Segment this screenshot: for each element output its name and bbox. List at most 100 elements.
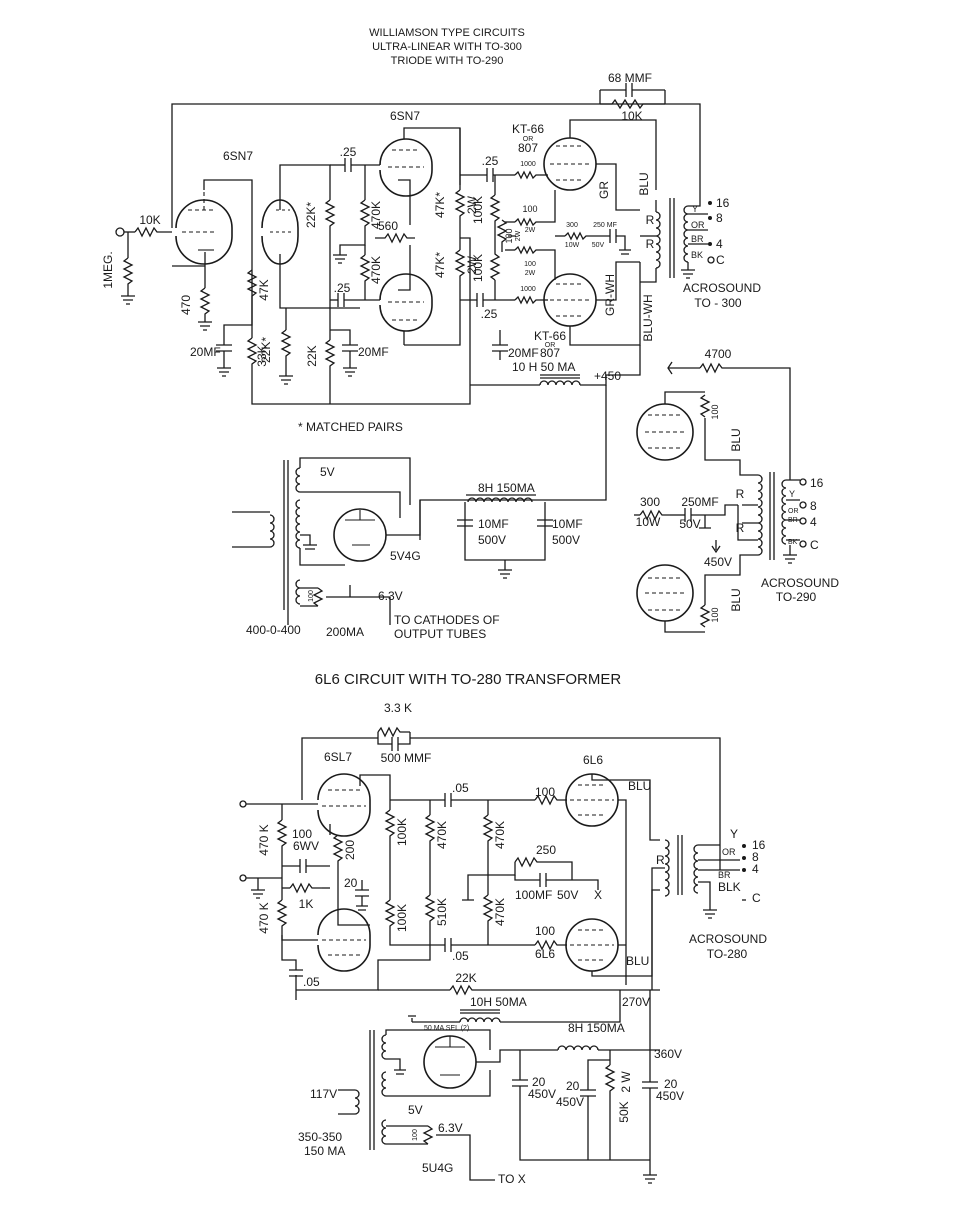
label-5v: 5V xyxy=(320,465,335,479)
label-150ma: 150 MA xyxy=(304,1144,345,1158)
label-2-5v: 5V xyxy=(408,1103,423,1117)
label-c1-500v: 500V xyxy=(478,533,506,547)
label-2-out8: 8 xyxy=(752,850,759,864)
label-c2-10mf: 10MF xyxy=(552,517,583,531)
label-or-top: OR xyxy=(523,136,534,143)
label-tri-r1: R xyxy=(736,487,745,501)
label-wire-r1: R xyxy=(646,213,655,227)
label-r22k: 22K xyxy=(305,345,319,366)
label-tri-tap-bk: BK xyxy=(788,539,798,546)
label-pot-100: 100 xyxy=(308,590,315,602)
label-r100-b: 100 xyxy=(524,261,536,268)
label-2-c20-av: 450V xyxy=(528,1087,556,1101)
label-400-0-400: 400-0-400 xyxy=(246,623,301,637)
label-2-out16: 16 xyxy=(752,838,766,852)
label-tube-6sn7-right: 6SN7 xyxy=(390,109,420,123)
label-r33k: 33K xyxy=(255,345,269,366)
label-r100-2w: 2W xyxy=(525,227,536,234)
label-acrosound-280: ACROSOUND xyxy=(689,932,767,946)
label-2-c100v: 50V xyxy=(557,888,578,902)
label-to-cathodes-1: TO CATHODES OF xyxy=(394,613,500,627)
label-2-c20: 20 xyxy=(344,876,358,890)
label-r300: 300 xyxy=(566,222,578,229)
label-blu-bot: BLU xyxy=(729,588,743,611)
label-2-c05-b: .05 xyxy=(452,949,469,963)
rectifier-5v4g xyxy=(333,508,387,562)
label-r100k-b: 100K xyxy=(471,254,485,282)
williamson-ultralinear-circuit: 68 MMF 10K 10K 1MEG. 6SN7 470 47K 20MF 3… xyxy=(101,71,761,540)
label-dec-cap: 20MF xyxy=(508,346,539,360)
label-cap-out-2: .25 xyxy=(481,307,498,321)
label-wire-gr-wh: GR-WH xyxy=(603,274,617,316)
label-r470k-a: 470K xyxy=(369,201,383,229)
label-8h-150ma: 8H 150MA xyxy=(478,481,535,495)
label-2-pot: 100 xyxy=(412,1129,419,1141)
label-tri-c250: 250MF xyxy=(681,495,718,509)
label-2-tap-br: BR xyxy=(718,870,731,880)
label-2-c20-bv: 450V xyxy=(556,1095,584,1109)
label-6sl7: 6SL7 xyxy=(324,750,352,764)
label-2w-a: 2W xyxy=(465,195,479,214)
label-cath-r: 470 xyxy=(179,295,193,315)
input-resistor-10k xyxy=(134,226,172,238)
label-pot-2w: 2W xyxy=(515,230,522,241)
label-input-r: 10K xyxy=(139,213,160,227)
label-6l6-top: 6L6 xyxy=(583,753,603,767)
tube-6sl7-bottom xyxy=(317,908,371,972)
label-2-sel: 50 MA SEL (2) xyxy=(424,1025,469,1032)
sheet-title: WILLIAMSON TYPE CIRCUITS ULTRA-LINEAR WI… xyxy=(369,27,525,67)
label-outc: C xyxy=(716,253,725,267)
triode-output-stage: 4700 100 BLU 100 BLU 300 10W 250MF 50V 4… xyxy=(634,347,839,633)
label-wire-gr: GR xyxy=(597,181,611,199)
label-5v4g: 5V4G xyxy=(390,549,421,563)
label-acrosound-300: ACROSOUND xyxy=(683,281,761,295)
label-2-choke-small: 10H 50MA xyxy=(470,995,527,1009)
label-2-r100-grid-b: 100 xyxy=(535,924,555,938)
label-tri-tap-y: Y xyxy=(789,489,795,499)
label-tap-y: Y xyxy=(692,204,698,214)
label-2-6v3: 6.3V xyxy=(438,1121,463,1135)
label-6l6-bottom: 6L6 xyxy=(535,947,555,961)
label-r4700: 4700 xyxy=(705,347,732,361)
label-to-cathodes-2: OUTPUT TUBES xyxy=(394,627,486,641)
label-2-r100: 100 xyxy=(292,827,312,841)
tube-triode-top xyxy=(636,403,694,461)
label-r22k-star-a: 22K* xyxy=(304,202,318,228)
input-terminal-2 xyxy=(239,800,247,808)
label-6v3: 6.3V xyxy=(378,589,403,603)
label-2-c20-b: 20 xyxy=(566,1079,580,1093)
label-choke-10h: 10 H 50 MA xyxy=(512,360,575,374)
label-2-tap-y: Y xyxy=(730,827,738,841)
tube-6sn7-input xyxy=(175,190,233,265)
rectifier-5u4g xyxy=(423,1035,477,1089)
label-r1000-b: 1000 xyxy=(520,286,536,293)
psu-6l6: 117V 5V 8H 150MA 360V 20 450V 20 450V 2 … xyxy=(298,990,684,1186)
label-2-outc: C xyxy=(752,891,761,905)
label-out16: 16 xyxy=(716,196,730,210)
label-plate-r: 47K xyxy=(257,279,271,300)
label-r560: 560 xyxy=(378,219,398,233)
title-line-1: WILLIAMSON TYPE CIRCUITS xyxy=(369,27,525,39)
label-2-c20-c: 20 xyxy=(664,1077,678,1091)
tube-6l6-bottom xyxy=(565,918,619,972)
label-tap-bk: BK xyxy=(691,250,703,260)
label-r47k-b: 47K* xyxy=(433,252,447,278)
label-tri-out8: 8 xyxy=(810,499,817,513)
label-r47k-a: 47K* xyxy=(433,192,447,218)
label-350-350: 350-350 xyxy=(298,1130,342,1144)
label-2-r470k-a: 470K xyxy=(435,821,449,849)
label-2-r100-grid-a: 100 xyxy=(535,785,555,799)
label-2-r50k-w: 2 W xyxy=(619,1071,633,1093)
label-tri-r300: 300 xyxy=(640,495,660,509)
label-cap-out-1: .25 xyxy=(482,154,499,168)
label-wire-blu: BLU xyxy=(637,172,651,195)
label-r100-top: 100 xyxy=(710,404,720,419)
label-to-280: TO-280 xyxy=(707,947,748,961)
label-to-300: TO - 300 xyxy=(694,296,741,310)
label-c2-500v: 500V xyxy=(552,533,580,547)
feedback-resistor xyxy=(600,98,665,110)
label-tri-outc: C xyxy=(810,538,819,552)
label-cap-25-mid: .25 xyxy=(334,281,351,295)
label-r100-bot: 100 xyxy=(710,607,720,622)
label-2-r200: 200 xyxy=(343,840,357,860)
